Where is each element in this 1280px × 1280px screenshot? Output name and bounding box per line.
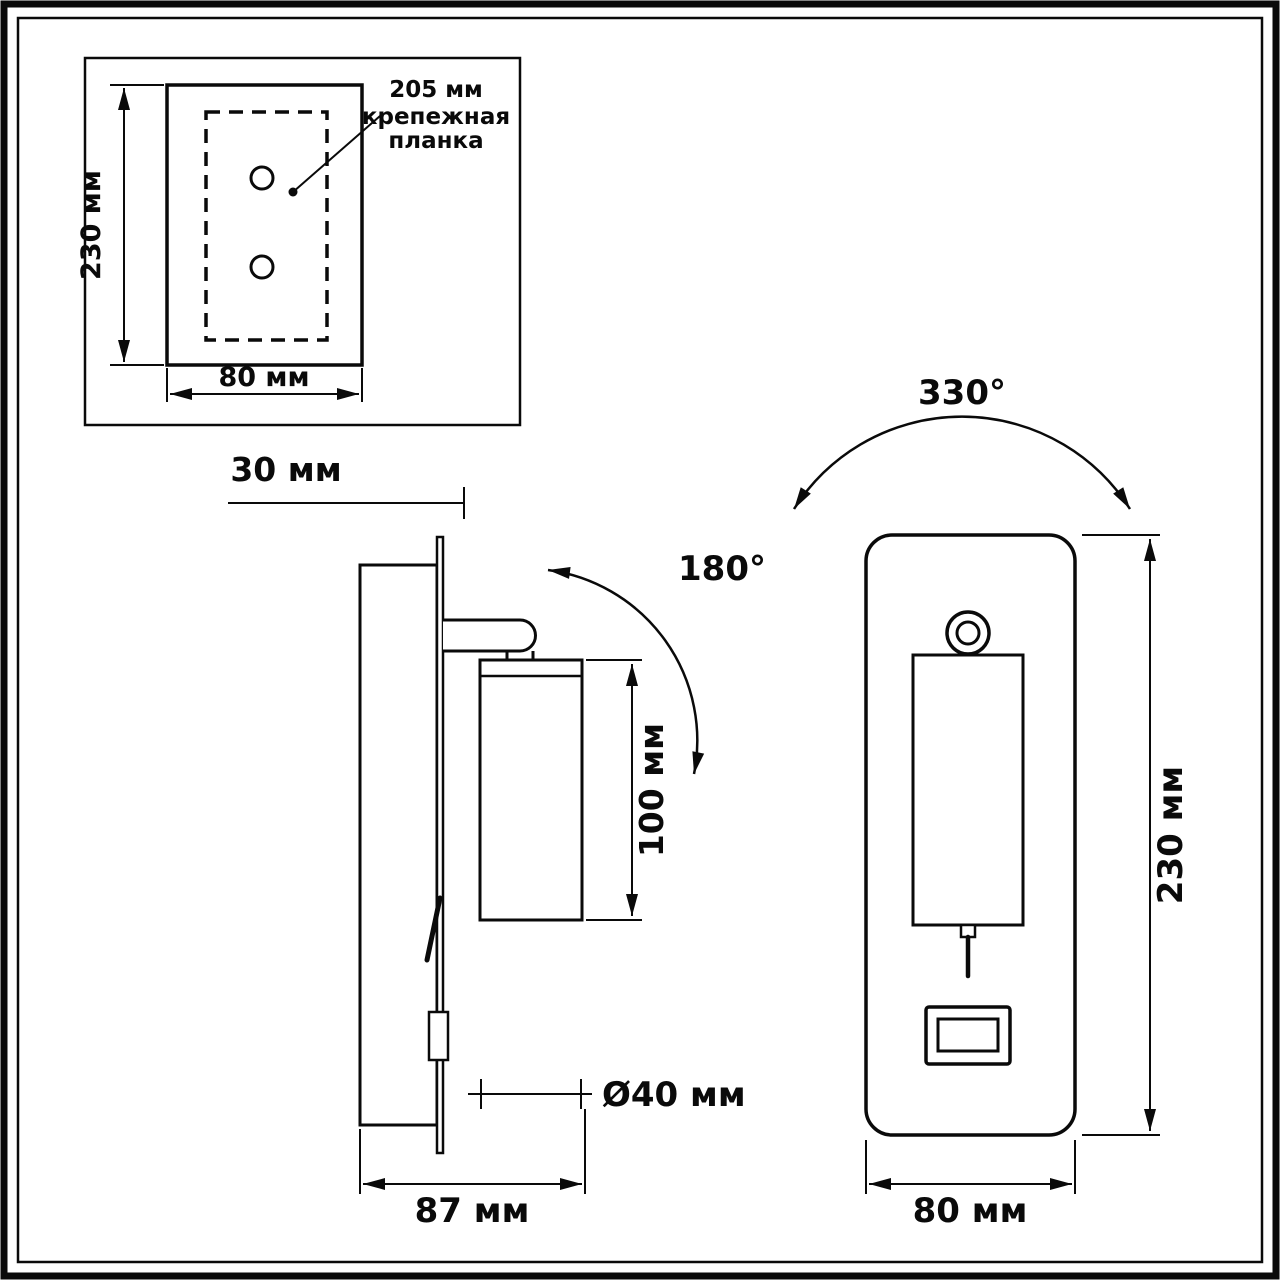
spot-ring-inner	[955, 620, 981, 646]
mounting-plate-dashed-outline	[204, 110, 329, 342]
mounting-hole-top	[249, 165, 275, 191]
tilt-arc	[547, 566, 705, 775]
inner-frame-border	[16, 16, 1264, 1264]
usb-port-inner	[936, 1017, 1000, 1053]
side-view: 30 мм 100 мм 180° Ø40 мм 87 мм	[228, 450, 766, 1231]
spot-body-front	[911, 653, 1025, 927]
pivot-arm	[443, 618, 537, 653]
spot-cylinder-side	[478, 658, 584, 922]
rotation-angle-label: 330°	[918, 373, 1006, 413]
leader-line	[292, 115, 381, 193]
back-view: 205 мм крепежная планка 230 мм 80 мм	[76, 56, 522, 427]
back-plate-outline	[165, 83, 364, 367]
back-width-label: 80 мм	[218, 362, 309, 393]
spot-length-label: 100 мм	[632, 723, 671, 857]
mount-plate-name-line1: крепежная	[362, 104, 510, 130]
switch-lever-side	[424, 895, 443, 963]
mount-plate-dim-label: 205 мм	[389, 77, 483, 103]
total-depth-label: 87 мм	[415, 1191, 530, 1231]
recess-depth-label: 30 мм	[230, 450, 341, 489]
back-height-label: 230 мм	[76, 170, 107, 280]
recessed-housing-side	[358, 563, 439, 1127]
front-panel-edge	[435, 535, 445, 1155]
back-view-box	[83, 56, 522, 427]
front-height-label: 230 мм	[1151, 766, 1191, 904]
spot-diameter-label: Ø40 мм	[602, 1075, 746, 1115]
tilt-angle-label: 180°	[678, 549, 766, 589]
front-width-label: 80 мм	[913, 1191, 1028, 1231]
mounting-hole-bottom	[249, 254, 275, 280]
mount-plate-name-line2: планка	[388, 128, 483, 154]
front-view: 330° 230 мм 80 мм	[792, 373, 1191, 1231]
usb-port-side	[427, 1010, 450, 1062]
rotation-arc	[792, 415, 1132, 510]
